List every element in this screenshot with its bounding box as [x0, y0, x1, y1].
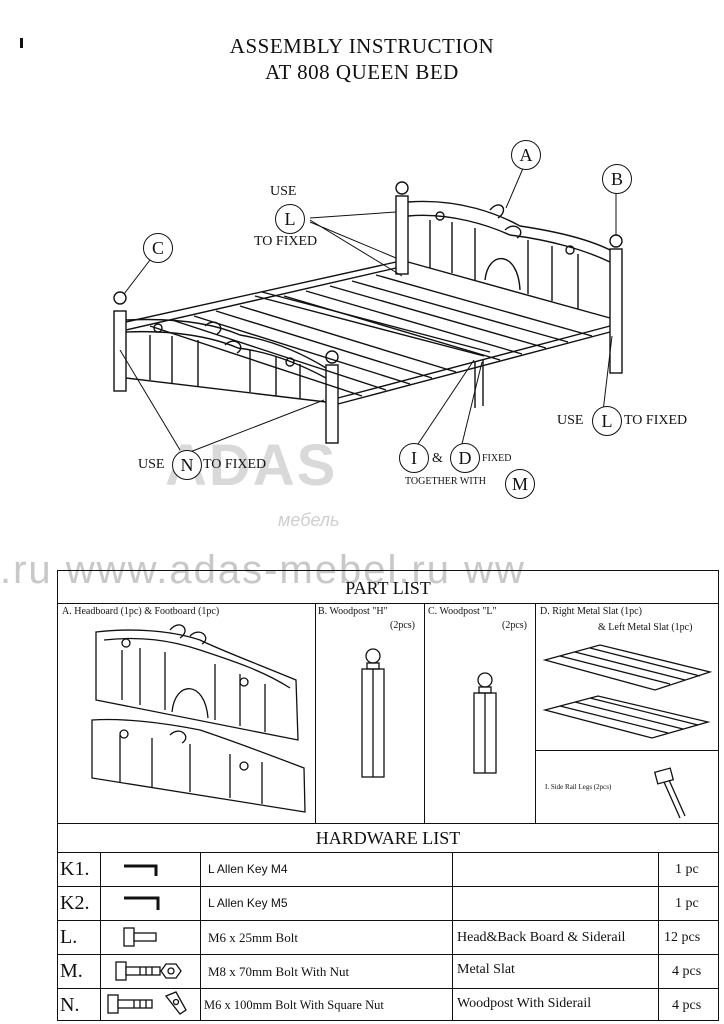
callout-d: D: [450, 443, 480, 473]
allen-key-icon: [124, 864, 158, 876]
part-d-label-1: D. Right Metal Slat (1pc): [540, 606, 642, 617]
divider: [658, 852, 659, 1021]
divider: [315, 603, 316, 823]
divider: [535, 750, 719, 751]
hardware-desc: L Allen Key M4: [208, 862, 288, 876]
callout-m: M: [505, 469, 535, 499]
divider: [57, 954, 719, 955]
divider: [535, 603, 536, 823]
divider: [452, 852, 453, 1021]
hardware-qty: 4 pcs: [672, 998, 702, 1013]
divider: [57, 886, 719, 887]
to-fixed-label-top: TO FIXED: [254, 234, 318, 249]
callout-a: A: [511, 140, 541, 170]
callout-b: B: [602, 164, 632, 194]
hardware-key: K1.: [60, 858, 90, 880]
hardware-use: Metal Slat: [457, 962, 515, 977]
left-metal-slat-drawing: [542, 695, 711, 739]
allen-key-icon: [124, 896, 160, 910]
hardware-key: L.: [60, 926, 78, 948]
hardware-desc: L Allen Key M5: [208, 896, 288, 910]
divider: [57, 920, 719, 921]
to-fixed-label-right: TO FIXED: [624, 413, 688, 428]
to-fixed-label-n: TO FIXED: [203, 457, 267, 472]
footboard-drawing: [91, 718, 306, 813]
divider: [424, 603, 425, 823]
part-a-label: A. Headboard (1pc) & Footboard (1pc): [62, 606, 220, 617]
part-c-qty: (2pcs): [502, 620, 527, 631]
callout-l-top: L: [275, 204, 305, 234]
bolt-icon: [123, 927, 157, 947]
together-with-label: TOGETHER WITH: [405, 476, 487, 487]
hardware-qty: 12 pcs: [664, 930, 701, 945]
divider: [200, 852, 201, 1021]
binding-mark: [20, 38, 23, 48]
use-label-n: USE: [138, 457, 165, 472]
part-c-label: C. Woodpost "L": [428, 606, 497, 617]
part-list-heading: PART LIST: [345, 578, 431, 598]
hardware-list-heading: HARDWARE LIST: [315, 828, 461, 848]
divider: [57, 988, 719, 989]
parts-table: [57, 570, 719, 1021]
hardware-use: Head&Back Board & Siderail: [457, 930, 626, 945]
document-title: ASSEMBLY INSTRUCTION: [229, 34, 495, 58]
woodpost-l-drawing: [473, 672, 497, 774]
hardware-key: N.: [60, 994, 80, 1016]
divider: [100, 852, 101, 1021]
use-label-right: USE: [557, 413, 584, 428]
part-b-label: B. Woodpost "H": [318, 606, 388, 617]
divider: [57, 603, 719, 604]
part-d-label-2: & Left Metal Slat (1pc): [598, 622, 693, 633]
bolt-nut-icon: [115, 961, 182, 981]
fixed-label: FIXED: [482, 453, 512, 464]
woodpost-h-drawing: [361, 648, 385, 778]
document-subtitle: AT 808 QUEEN BED: [265, 60, 459, 84]
part-b-qty: (2pcs): [390, 620, 415, 631]
callout-l-right: L: [592, 406, 622, 436]
hardware-desc: M6 x 25mm Bolt: [208, 930, 298, 945]
hardware-key: M.: [60, 960, 83, 982]
callout-i: I: [399, 443, 429, 473]
watermark-sub: мебель: [278, 510, 340, 530]
hardware-key: K2.: [60, 892, 90, 914]
hardware-desc: M8 x 70mm Bolt With Nut: [208, 964, 350, 979]
divider: [57, 852, 719, 853]
right-metal-slat-drawing: [542, 644, 713, 691]
divider: [57, 823, 719, 824]
bolt-square-nut-icon: [107, 991, 187, 1015]
hardware-desc: M6 x 100mm Bolt With Square Nut: [204, 998, 384, 1012]
callout-c: C: [143, 233, 173, 263]
callout-n: N: [172, 450, 202, 480]
hardware-qty: 1 pc: [675, 896, 699, 911]
headboard-drawing: [95, 629, 299, 741]
side-rail-legs-label: I. Side Rail Legs (2pcs): [545, 783, 612, 791]
side-rail-leg-drawing: [653, 767, 686, 819]
hardware-qty: 1 pc: [675, 862, 699, 877]
hardware-qty: 4 pcs: [672, 964, 702, 979]
hardware-use: Woodpost With Siderail: [457, 996, 592, 1011]
ampersand: &: [432, 451, 443, 466]
bed-assembly-diagram: [113, 165, 623, 453]
use-label-top: USE: [270, 184, 297, 199]
